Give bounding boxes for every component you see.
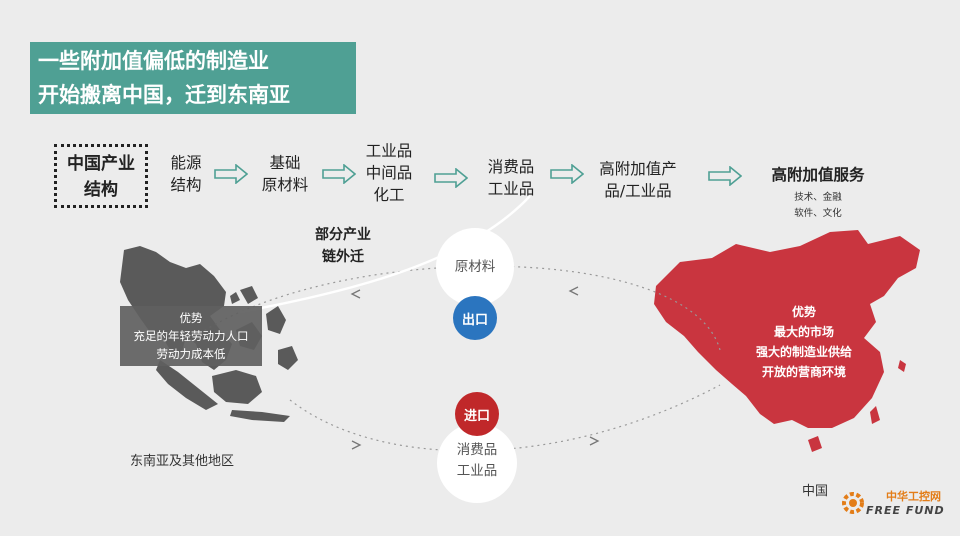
partial-relocation-label: 部分产业链外迁: [315, 227, 371, 265]
relocation-line: [239, 195, 531, 314]
services-detail: 技术、金融软件、文化: [794, 192, 842, 219]
stage-raw-materials: 基础原材料: [261, 154, 309, 194]
import-badge: 进口: [455, 392, 499, 436]
export-badge: 出口: [453, 296, 497, 340]
arrow-right-icon: [322, 164, 356, 184]
sea-region-label: 东南亚及其他地区: [130, 454, 235, 469]
china-map: [654, 230, 920, 452]
arrow-right-icon: [434, 168, 468, 188]
industry-structure-label: 中国产业 结构: [54, 144, 148, 208]
sea-advantage-box: 优势 充足的年轻劳动力人口 劳动力成本低: [120, 306, 262, 366]
arrow-right-icon: [550, 164, 584, 184]
stage-high-value-products: 高附加值产品/工业品: [599, 160, 677, 200]
arrowhead-right-icon: [351, 440, 362, 450]
import-goods-label: 消费品工业品: [456, 442, 498, 479]
watermark-fund: FREE FUND: [866, 504, 945, 517]
arrow-right-icon: [214, 164, 248, 184]
export-goods-circle: [436, 228, 514, 306]
arrowhead-right-icon: [589, 436, 600, 446]
stage-high-value-services: 高附加值服务: [771, 166, 865, 184]
china-advantage-text: 优势 最大的市场 强大的制造业供给 开放的营商环境: [755, 305, 852, 379]
title-banner: 一些附加值偏低的制造业 开始搬离中国，迁到东南亚: [30, 42, 356, 114]
stage-energy: 能源结构: [170, 154, 202, 194]
stage-intermediate: 工业品中间品化工: [365, 142, 413, 204]
gear-icon: [842, 492, 864, 514]
title-line-2: 开始搬离中国，迁到东南亚: [38, 83, 290, 107]
china-region-label: 中国: [802, 484, 829, 499]
import-goods-circle: [437, 423, 517, 503]
watermark-brand: 中华工控网: [886, 490, 941, 503]
arrowhead-left-icon: [350, 289, 361, 299]
stage-consumer-goods: 消费品工业品: [487, 158, 535, 198]
export-goods-label: 原材料: [454, 259, 496, 275]
arrowhead-left-icon: [568, 286, 579, 296]
arrow-right-icon: [708, 166, 742, 186]
title-line-1: 一些附加值偏低的制造业: [38, 49, 269, 73]
